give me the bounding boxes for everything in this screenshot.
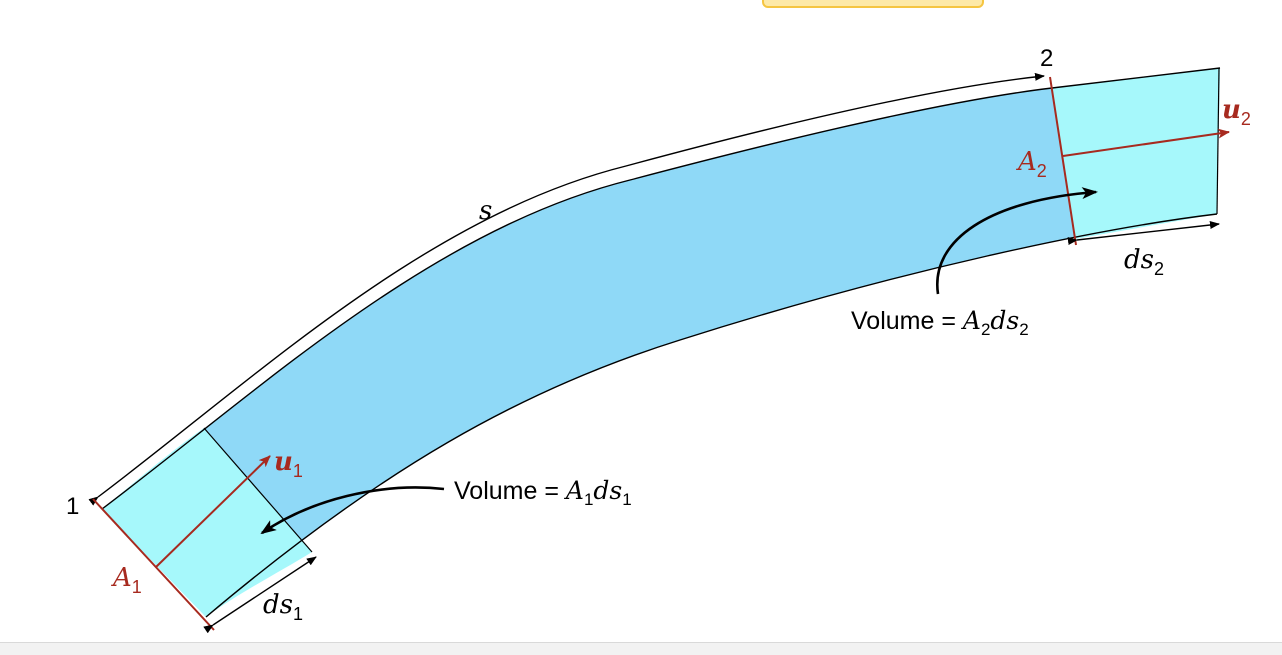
cross-section-1 bbox=[92, 498, 215, 631]
volume-1-callout-arrow bbox=[260, 486, 445, 535]
volume-2-callout-arrow bbox=[935, 187, 1098, 295]
area-1-label: A1 bbox=[111, 563, 142, 597]
section-2-label: 2 bbox=[1040, 45, 1053, 72]
arc-length-label: s bbox=[479, 196, 492, 226]
velocity-1-arrow bbox=[155, 455, 271, 568]
ds1-dimension-arrow bbox=[203, 556, 317, 634]
section-1-label: 1 bbox=[66, 493, 79, 520]
velocity-2-label: u2 bbox=[1222, 95, 1251, 129]
velocity-2-arrow bbox=[1062, 128, 1230, 157]
arc-length-arrow bbox=[88, 72, 1045, 506]
velocity-1-label: u1 bbox=[274, 447, 303, 481]
ds2-label: ds2 bbox=[1124, 245, 1164, 279]
cross-section-2 bbox=[1049, 76, 1077, 246]
ds1-label: ds1 bbox=[263, 590, 303, 624]
area-2-label: A2 bbox=[1016, 147, 1047, 181]
ds2-dimension-arrow bbox=[1067, 221, 1220, 245]
volume-1-label: Volume = A1ds1 bbox=[454, 476, 632, 509]
volume-2-label: Volume = A2ds2 bbox=[851, 306, 1029, 339]
outlet-right-edge bbox=[1216, 67, 1220, 215]
header-tab-highlight bbox=[762, 0, 984, 8]
window-footer-bar bbox=[0, 642, 1282, 655]
